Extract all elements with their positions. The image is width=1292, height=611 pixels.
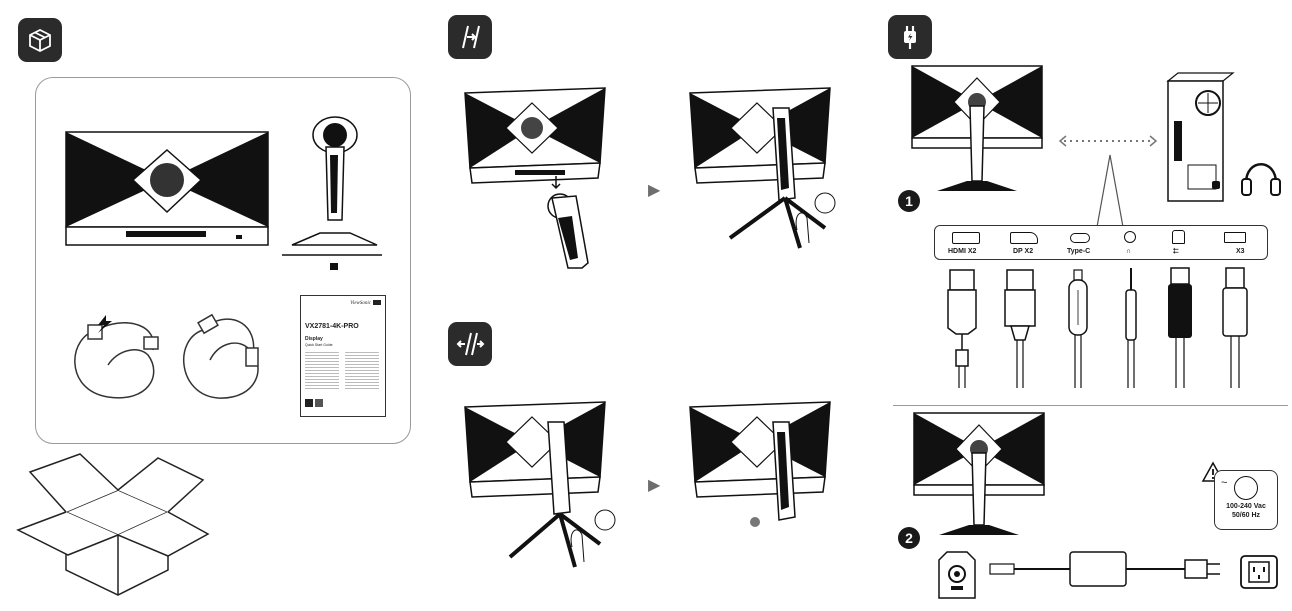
guide-title: Display [305, 336, 323, 342]
link-callout [1096, 154, 1124, 228]
dc-input-port [938, 551, 976, 599]
power-frequency: 50/60 Hz [1231, 512, 1261, 519]
monitor-power [913, 412, 1045, 535]
guide-qr-code [315, 399, 323, 407]
port-label-dp: DP X2 [1013, 248, 1034, 255]
usb-a-plug [1222, 267, 1248, 388]
dotted-link [1058, 135, 1158, 147]
open-box [16, 453, 210, 596]
audio-plug [1125, 268, 1137, 388]
guide-brand-logo [373, 300, 381, 305]
power-rating-box: ~ 100-240 Vac 50/60 Hz [1214, 470, 1278, 530]
usb-b-port-icon [1172, 230, 1185, 244]
power-plug-icon [888, 15, 932, 59]
step-number-2: 2 [898, 527, 920, 549]
port-label-hdmi: HDMI X2 [948, 248, 977, 255]
ac-wave-icon: ~ [1221, 477, 1228, 489]
headphones [1241, 163, 1281, 196]
hdmi-cable [182, 313, 259, 399]
stand-attach-step-b [689, 87, 836, 249]
step-arrow: ▶ [648, 182, 661, 199]
quick-start-guide: ViewSonic VX2781-4K-PRO Display Quick St… [300, 295, 386, 417]
monitor-side-view [282, 116, 382, 270]
power-cable [74, 315, 159, 399]
guide-brand: ViewSonic [350, 301, 371, 306]
stand-attach-icon [448, 15, 492, 59]
port-label-usb-b: ⮄ [1173, 248, 1179, 255]
stand-detach-step-b [689, 401, 831, 527]
dp-port-icon [1010, 232, 1038, 244]
stand-attach-step-a [464, 87, 606, 269]
step-number-1: 1 [898, 190, 920, 212]
power-voltage: 100-240 Vac [1226, 503, 1266, 510]
wall-outlet [1240, 555, 1278, 589]
monitor-back-view [65, 131, 269, 246]
stand-detach-icon [448, 322, 492, 366]
box-icon [18, 18, 62, 62]
guide-text-block [345, 352, 379, 390]
monitor-connect [911, 65, 1043, 191]
section-divider [893, 405, 1288, 406]
port-label-usb-a: X3 [1236, 248, 1245, 255]
usb-b-plug [1168, 267, 1192, 388]
stand-detach-step-a [464, 401, 616, 568]
port-panel [934, 225, 1268, 260]
hdmi-plug [947, 269, 977, 388]
usb-c-plug [1068, 269, 1088, 388]
pc-tower [1166, 72, 1235, 202]
hdmi-port-icon [952, 232, 980, 244]
dp-plug [1004, 269, 1036, 388]
ac-power-icon [1234, 476, 1258, 500]
guide-model: VX2781-4K-PRO [305, 323, 359, 330]
port-label-audio: ∩ [1126, 248, 1132, 255]
usb-a-port-icon [1224, 232, 1246, 243]
port-label-type-c: Type-C [1067, 248, 1091, 255]
guide-qr-code [305, 399, 313, 407]
guide-subtitle: Quick Start Guide [305, 343, 333, 347]
step-arrow: ▶ [648, 477, 661, 494]
audio-jack-icon [1124, 231, 1136, 243]
power-adapter-cable [989, 551, 1220, 587]
guide-text-block [305, 352, 339, 390]
usb-c-port-icon [1070, 233, 1090, 243]
